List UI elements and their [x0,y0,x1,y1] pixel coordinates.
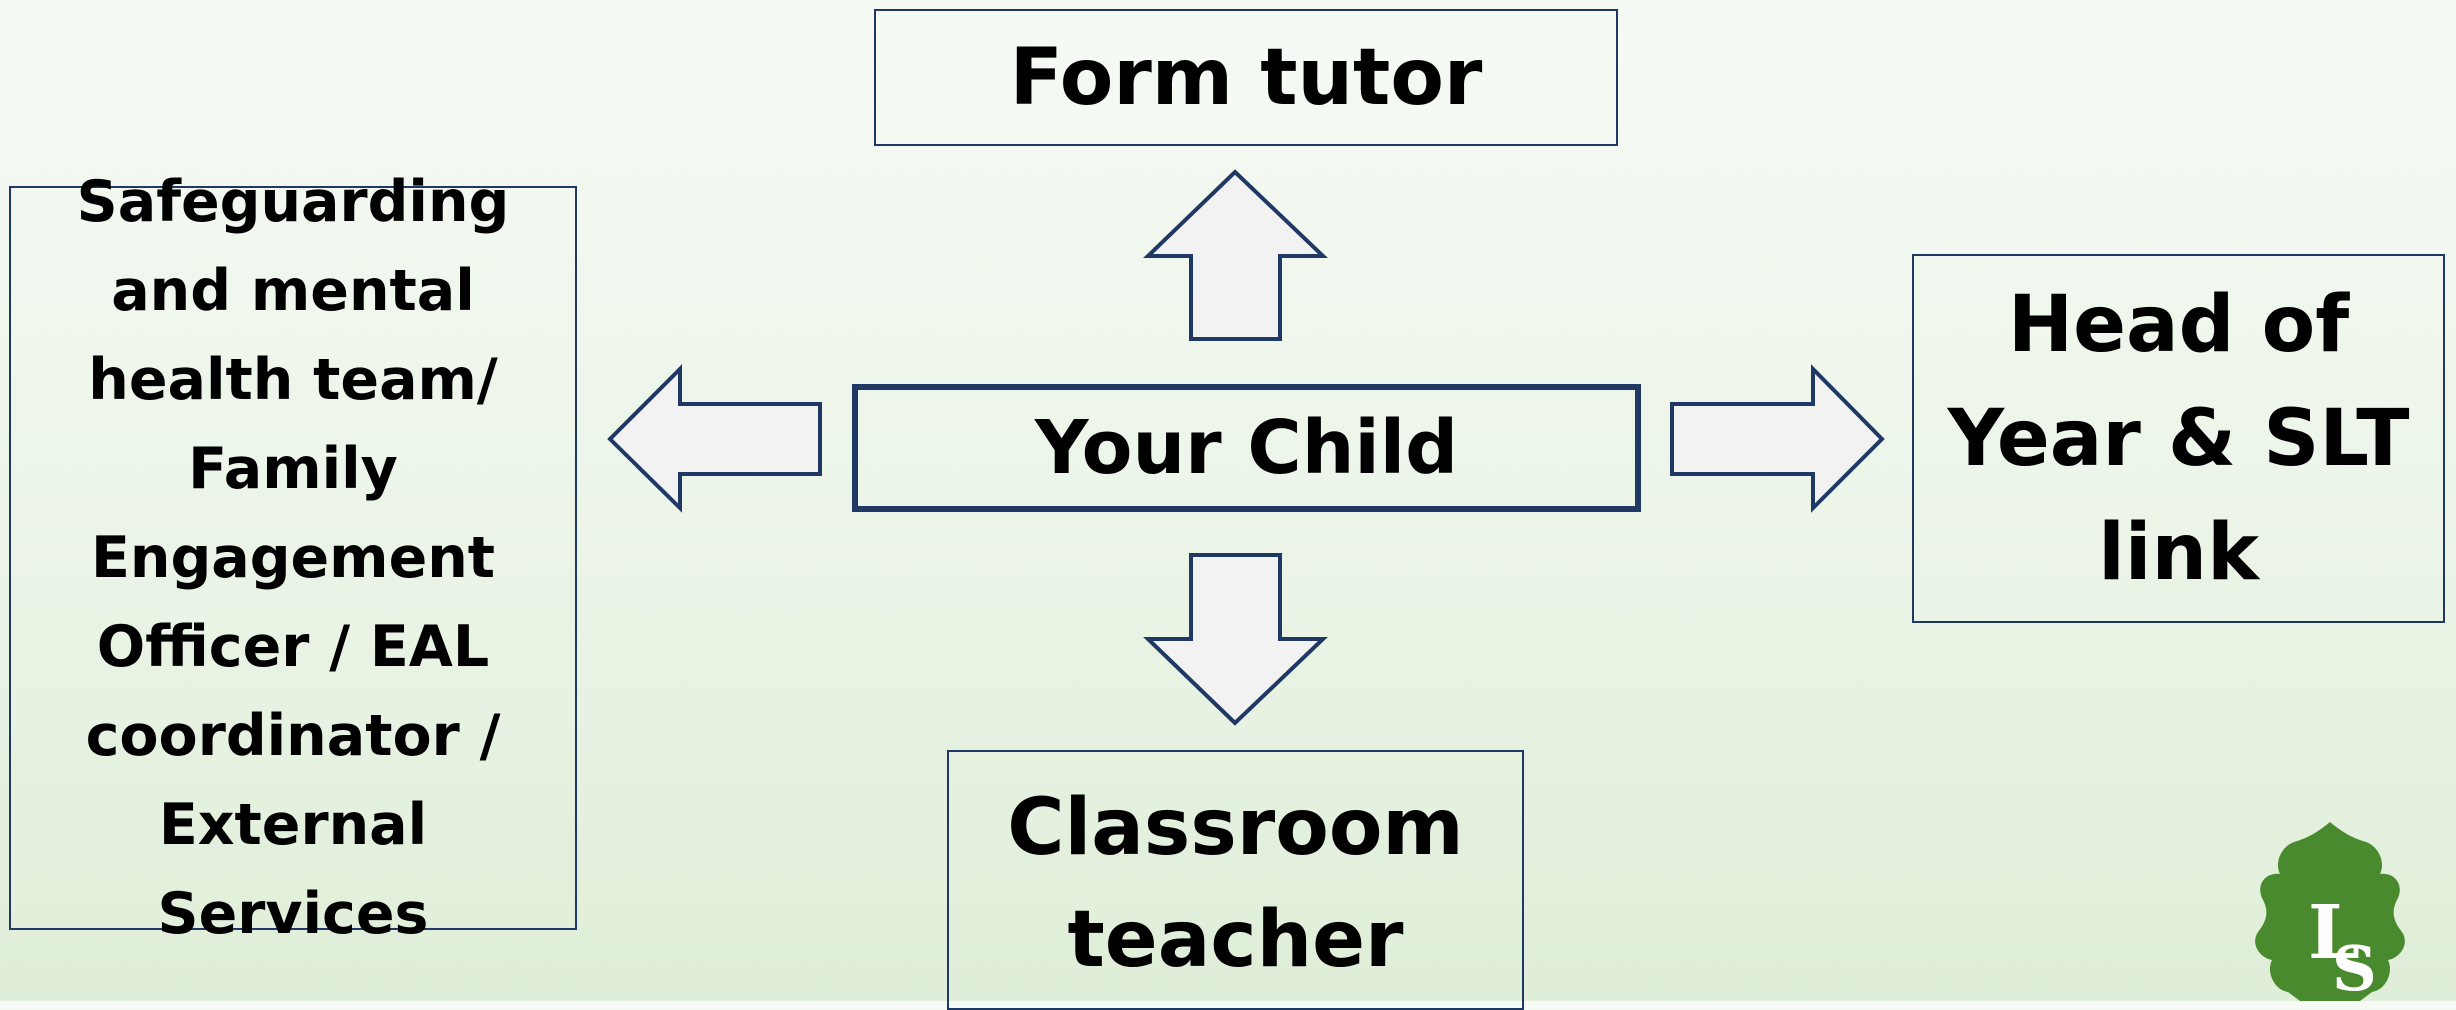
logo-letter-l: L [2308,890,2360,976]
logo-letter-s: S [2332,932,2377,1001]
form-tutor-box: Form tutor [874,9,1618,146]
safeguarding-label: Safeguarding and mental health team/ Fam… [76,168,510,947]
form-tutor-label: Form tutor [1009,32,1483,123]
arrow-up-icon [1143,169,1328,341]
head-of-year-box: Head of Year & SLT link [1912,254,2445,623]
classroom-teacher-label: Classroom teacher [1007,783,1464,985]
your-child-label: Your Child [1034,405,1459,491]
safeguarding-box: Safeguarding and mental health team/ Fam… [9,169,577,947]
arrow-left-icon [607,364,822,513]
classroom-teacher-box: Classroom teacher [947,750,1524,1010]
your-child-box: Your Child [852,384,1641,512]
head-of-year-label: Head of Year & SLT link [1947,279,2410,598]
oak-leaf-logo-icon: L S [2255,822,2405,1001]
arrow-down-icon [1143,553,1328,726]
arrow-right-icon [1670,364,1885,513]
